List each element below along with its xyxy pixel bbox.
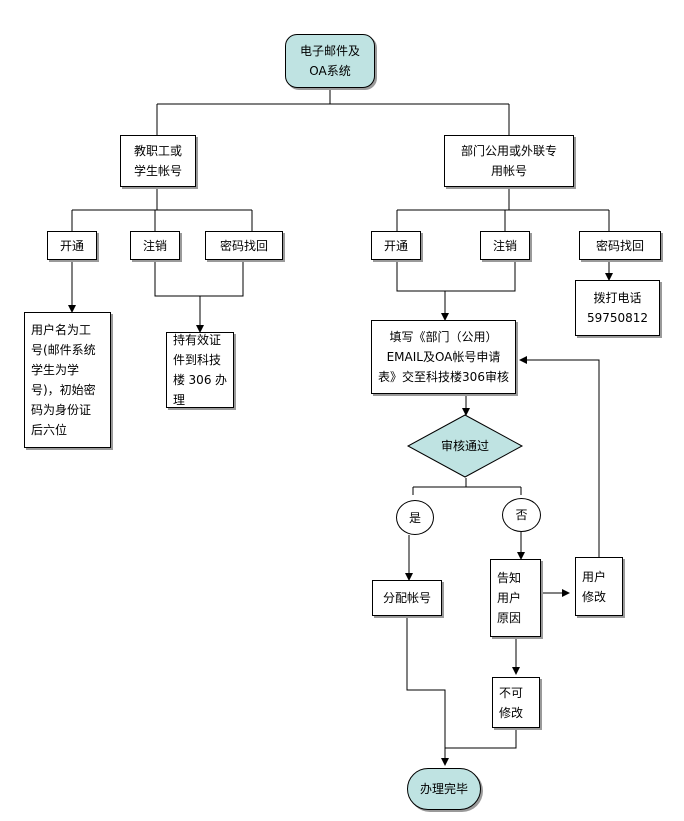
user-modify-node: 用户 修改 bbox=[575, 557, 623, 616]
assign-account-node: 分配帐号 bbox=[372, 580, 442, 616]
no-node: 否 bbox=[502, 498, 541, 532]
dept-open-node: 开通 bbox=[371, 231, 421, 260]
dept-account-node: 部门公用或外联专 用帐号 bbox=[444, 135, 574, 187]
notify-reason-node: 告知 用户 原因 bbox=[490, 559, 541, 637]
staff-cert-node: 持有效证 件到科技 楼306办理 bbox=[166, 332, 234, 408]
review-diamond bbox=[406, 414, 524, 478]
not-modifiable-node: 不可 修改 bbox=[492, 677, 540, 728]
start-node: 电子邮件及 OA系统 bbox=[285, 34, 375, 88]
dept-pwd-node: 密码找回 bbox=[579, 231, 661, 260]
staff-account-node: 教职工或 学生帐号 bbox=[120, 135, 196, 187]
dept-call-node: 拨打电话 59750812 bbox=[575, 280, 660, 336]
staff-open-info-node: 用户名为工 号(邮件系统 学生为学 号)，初始密 码为身份证 后六位 bbox=[24, 312, 111, 448]
done-node: 办理完毕 bbox=[407, 768, 481, 810]
dept-form-node: 填写《部门（公用） EMAIL及OA帐号申请 表》交至科技楼306审核 bbox=[371, 320, 516, 394]
dept-cancel-node: 注销 bbox=[480, 231, 530, 260]
staff-cancel-node: 注销 bbox=[130, 231, 180, 260]
staff-open-node: 开通 bbox=[47, 231, 97, 260]
staff-pwd-node: 密码找回 bbox=[205, 231, 283, 260]
yes-node: 是 bbox=[396, 500, 434, 535]
review-pass-label: 审核通过 bbox=[440, 439, 489, 453]
